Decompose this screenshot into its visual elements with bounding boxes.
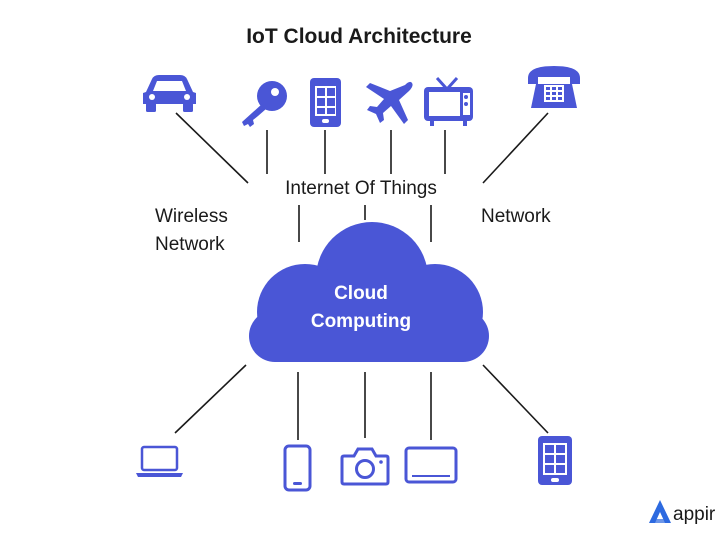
laptop-icon xyxy=(136,445,183,477)
key-icon xyxy=(242,81,287,127)
cloud-computing-shape xyxy=(249,222,489,362)
network-label: Network xyxy=(481,206,551,227)
telephone-icon xyxy=(528,66,580,108)
connector-phone-apps xyxy=(482,364,549,434)
brand-logo: appir xyxy=(649,500,716,525)
diagram-title: IoT Cloud Architecture xyxy=(246,25,472,48)
connector-telephone xyxy=(482,112,549,184)
mobile-phone-icon xyxy=(283,444,312,492)
car-icon xyxy=(143,75,196,112)
camera-icon xyxy=(340,447,390,486)
smartphone-grid-icon xyxy=(310,78,341,127)
connector-car xyxy=(175,112,249,184)
connector-laptop xyxy=(174,364,247,434)
phone-apps-icon xyxy=(538,436,572,485)
internet-of-things-label: Internet Of Things xyxy=(285,178,437,199)
tv-icon xyxy=(424,76,473,126)
brand-logo-mark xyxy=(649,500,671,523)
bottom-connector-lines xyxy=(174,364,549,440)
cloud-label-line1: Cloud xyxy=(334,283,388,304)
airplane-icon xyxy=(366,81,413,124)
top-connector-lines xyxy=(175,112,549,242)
cloud-label-line2: Computing xyxy=(311,311,411,332)
tablet-icon xyxy=(404,446,458,484)
wireless-network-label-line1: Wireless xyxy=(155,206,228,227)
brand-text: appir xyxy=(673,504,716,525)
wireless-network-label-line2: Network xyxy=(155,234,225,255)
